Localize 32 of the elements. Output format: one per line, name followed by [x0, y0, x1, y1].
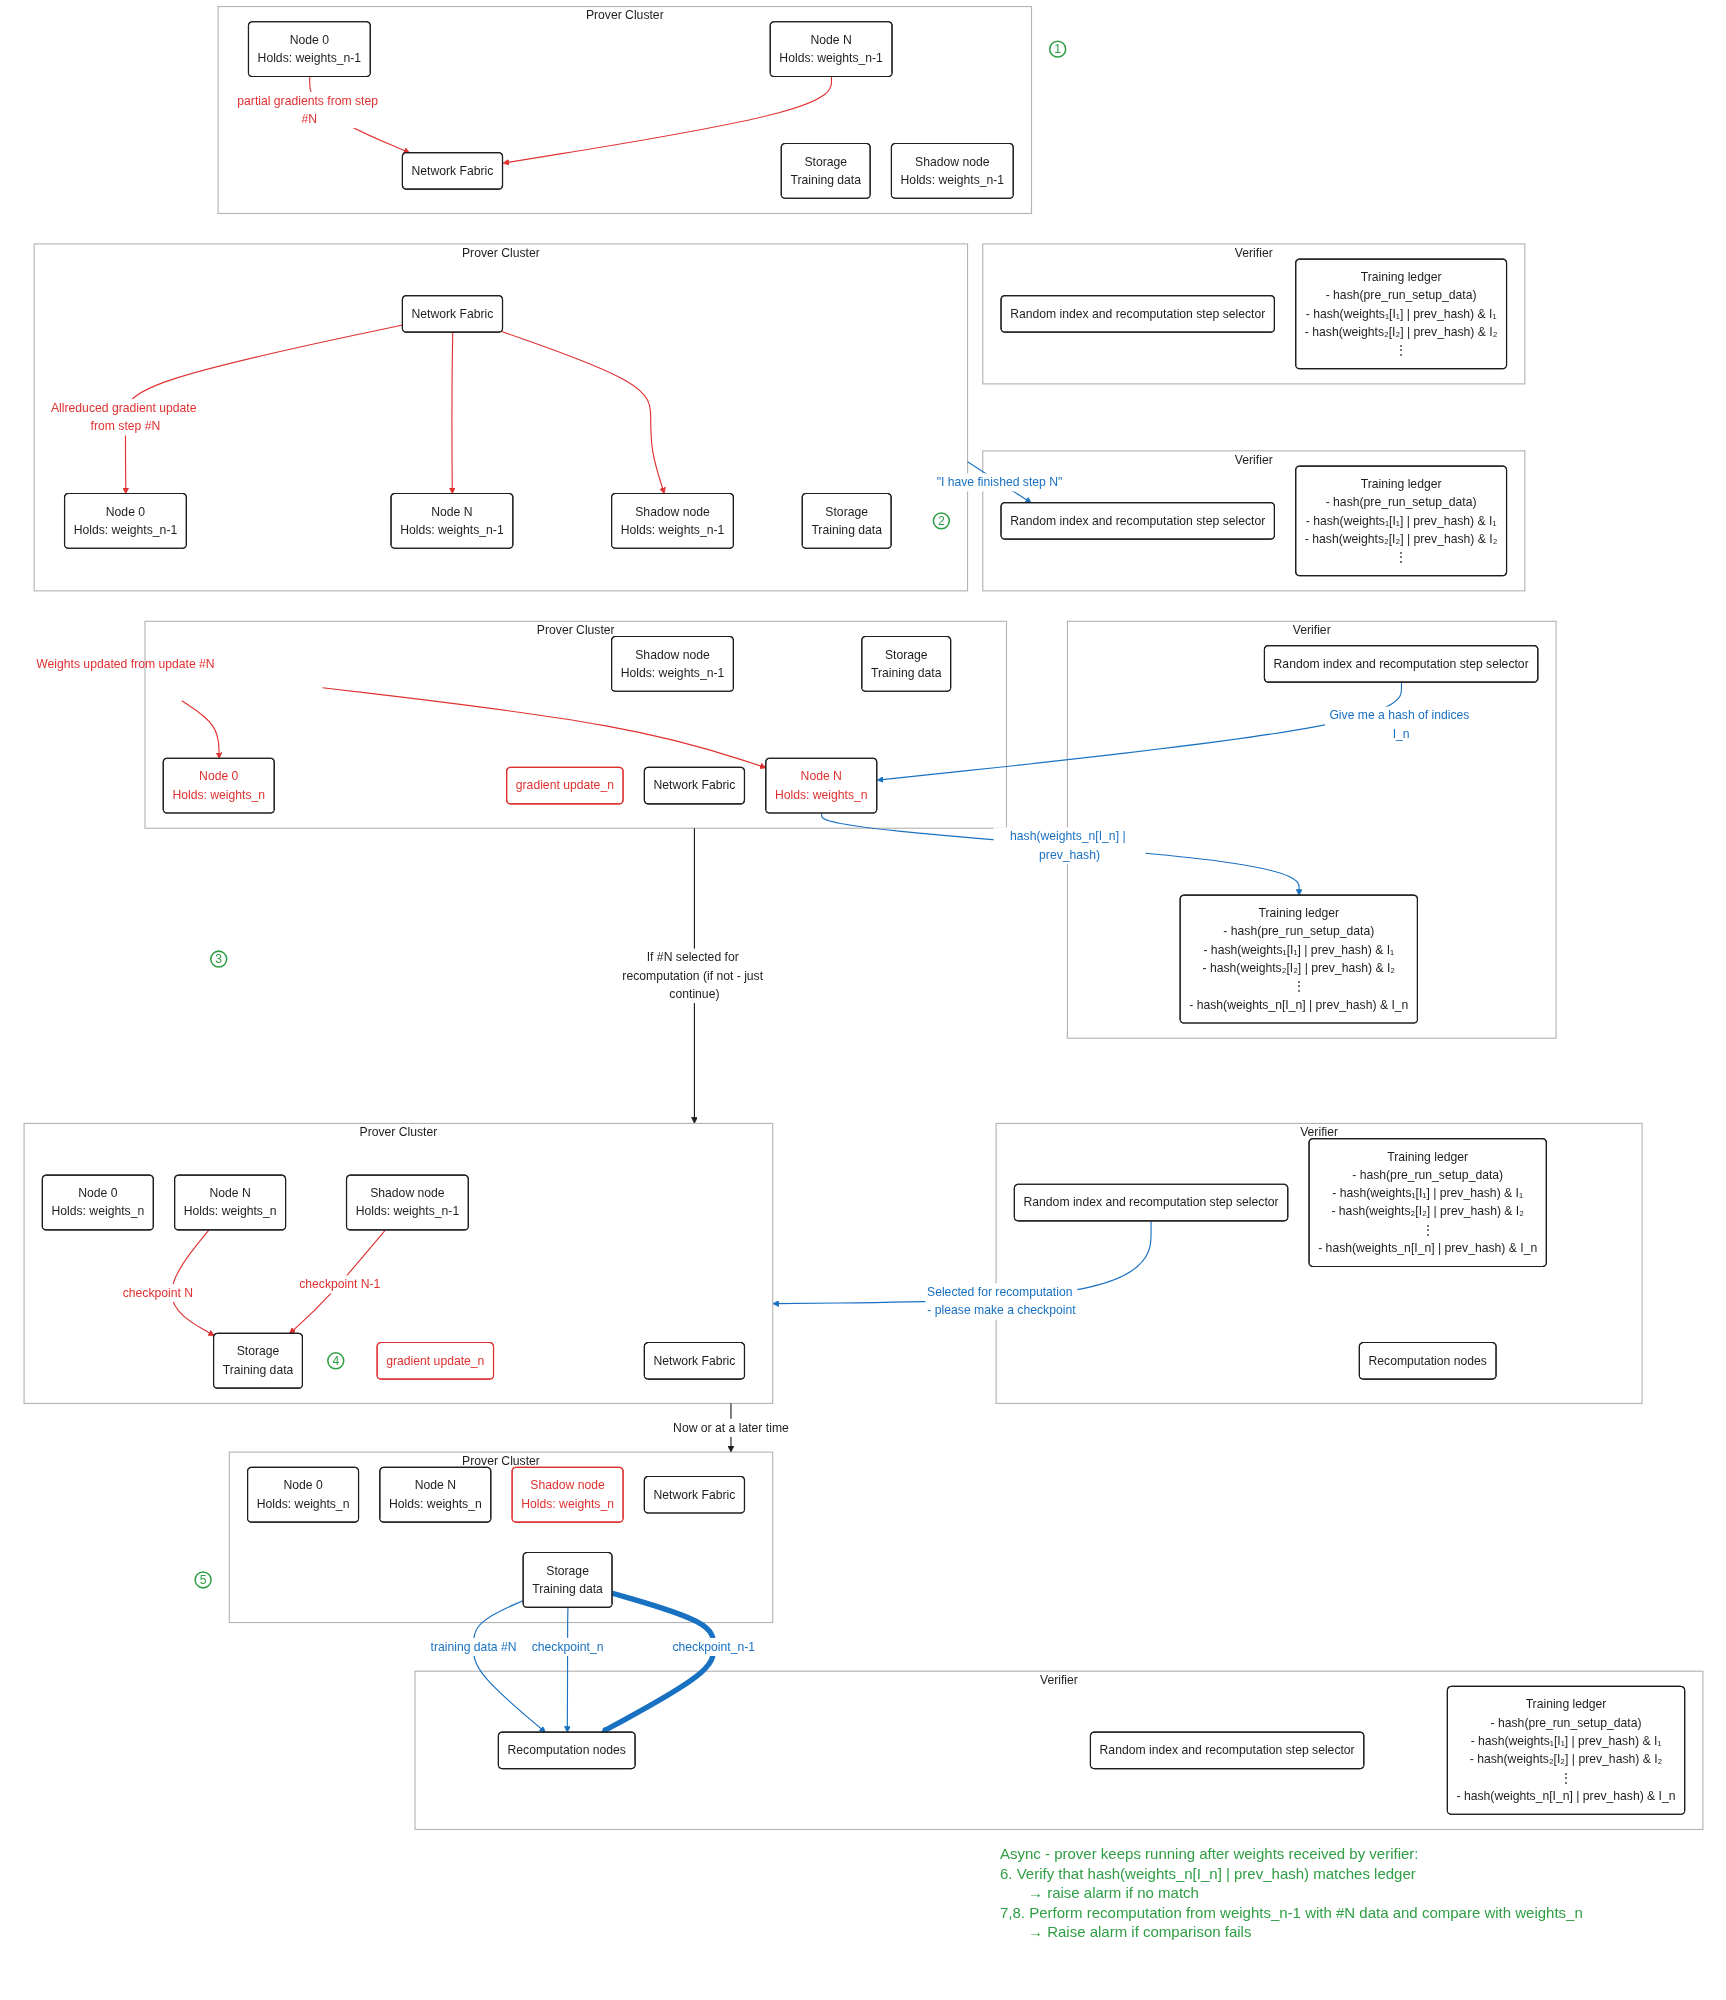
note-text: 6. Verify that hash(weights_n[I_n] | prev_hash) matches ledger — [1000, 1863, 1417, 1883]
edge-label: partial gradients from step #N — [236, 94, 378, 126]
note-text: 7,8. Perform recomputation from weights_n-1 with #N data and compare with weights_n — [1000, 1902, 1584, 1922]
edge-label: If #N selected for recomputation (if not - just continue) — [621, 950, 763, 1001]
node-circle: 1 — [1048, 40, 1066, 58]
edge-label: training data #N — [430, 1640, 516, 1653]
edge-label: "I have finished step N" — [936, 475, 1062, 489]
arrow — [820, 812, 1302, 896]
edge-label: Give me a hash of indices I_n — [1328, 708, 1469, 740]
node-circle: 5 — [193, 1571, 212, 1589]
node-circle: 2 — [932, 512, 950, 530]
arrow — [472, 1599, 546, 1733]
edge-label: checkpoint N-1 — [298, 1277, 380, 1291]
edge-label: Selected for recomputation - please make a checkpoint — [926, 1285, 1076, 1317]
note-text: Async - prover keeps running after weights received by verifier: — [1000, 1844, 1420, 1864]
edge-label: Now or at a later time — [672, 1420, 789, 1434]
arrow — [600, 1590, 716, 1734]
node-circle: 4 — [326, 1352, 344, 1370]
node-text: Weights updated from update #N — [35, 657, 215, 670]
edge-label: checkpoint_n-1 — [671, 1640, 755, 1653]
arrow — [321, 687, 766, 770]
arrow — [500, 330, 666, 495]
arrow — [448, 331, 456, 495]
arrow — [288, 1229, 386, 1335]
note-text: → raise alarm if no match — [1027, 1883, 1200, 1903]
node-circle: 3 — [209, 950, 227, 968]
arrow — [502, 76, 832, 166]
edge-label: Allreduced gradient update from step #N — [50, 401, 196, 433]
note-text: → Raise alarm if comparison fails — [1027, 1922, 1253, 1942]
arrow — [180, 700, 222, 759]
edge-label: checkpoint N — [122, 1286, 193, 1300]
edge-label: checkpoint_n — [531, 1640, 603, 1653]
